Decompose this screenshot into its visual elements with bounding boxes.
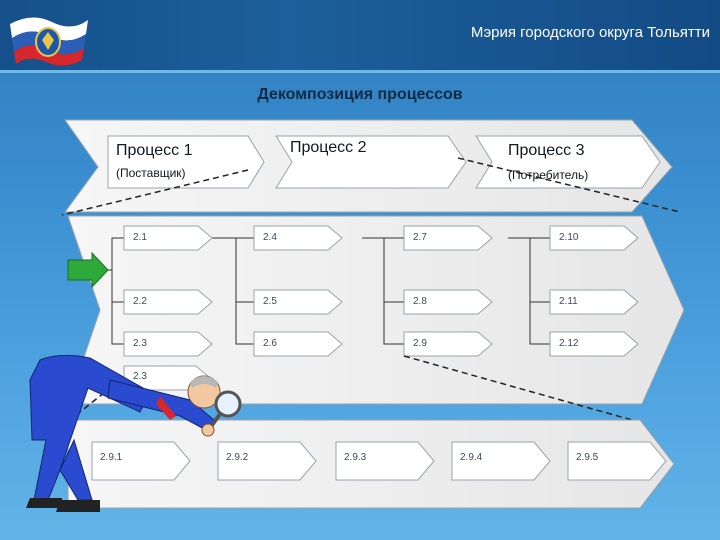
step-box	[217, 441, 317, 481]
subprocess-label: 2.2	[133, 296, 147, 307]
subprocess-label: 2.11	[559, 296, 578, 307]
step-box	[91, 441, 191, 481]
process-3-shape	[475, 135, 661, 189]
subprocess-box	[253, 331, 343, 357]
step-box	[567, 441, 667, 481]
process-2-shape	[275, 135, 467, 189]
subprocess-box	[549, 289, 639, 315]
step-label: 2.9.3	[344, 452, 367, 463]
input-arrow-icon	[67, 251, 109, 289]
subprocess-label: 2.12	[559, 338, 579, 349]
subprocess-box	[403, 225, 493, 251]
header-divider	[0, 70, 720, 73]
subprocess-box	[549, 225, 639, 251]
subprocess-box	[123, 225, 213, 251]
flag-emblem-icon	[10, 17, 88, 66]
process-1-sublabel: (Поставщик)	[116, 166, 186, 180]
step-label: 2.9.4	[460, 452, 483, 463]
subprocess-label: 2.5	[263, 296, 277, 307]
subprocess-label: 2.1	[133, 232, 147, 243]
subprocess-label: 2.9	[413, 338, 427, 349]
subprocess-box	[253, 289, 343, 315]
process-1-label: Процесс 1	[116, 142, 193, 159]
subprocess-box	[549, 331, 639, 357]
step-label: 2.9.2	[226, 452, 249, 463]
slide-title: Декомпозиция процессов	[257, 86, 463, 103]
step-label: 2.9.5	[576, 452, 599, 463]
header-bar	[0, 0, 720, 70]
process-3-sublabel: (Потребитель)	[508, 168, 589, 182]
subprocess-label: 2.4	[263, 232, 277, 243]
step-box	[451, 441, 551, 481]
subprocess-label: 2.10	[559, 232, 579, 243]
subprocess-box	[253, 225, 343, 251]
subprocess-box	[403, 289, 493, 315]
inspector-figure-icon	[26, 354, 242, 512]
subprocess-label: 2.3	[133, 338, 147, 349]
subprocess-box	[123, 289, 213, 315]
subprocess-label: 2.6	[263, 338, 277, 349]
subprocess-extra-label: 2.3	[133, 371, 147, 382]
subprocess-box	[403, 331, 493, 357]
subprocess-label: 2.8	[413, 296, 427, 307]
step-label: 2.9.1	[100, 452, 123, 463]
header-title: Мэрия городского округа Тольятти	[470, 24, 710, 41]
process-3-label: Процесс 3	[508, 142, 585, 159]
subprocess-label: 2.7	[413, 232, 427, 243]
process-2-label: Процесс 2	[290, 139, 367, 156]
step-box	[335, 441, 435, 481]
subprocess-box	[123, 331, 213, 357]
